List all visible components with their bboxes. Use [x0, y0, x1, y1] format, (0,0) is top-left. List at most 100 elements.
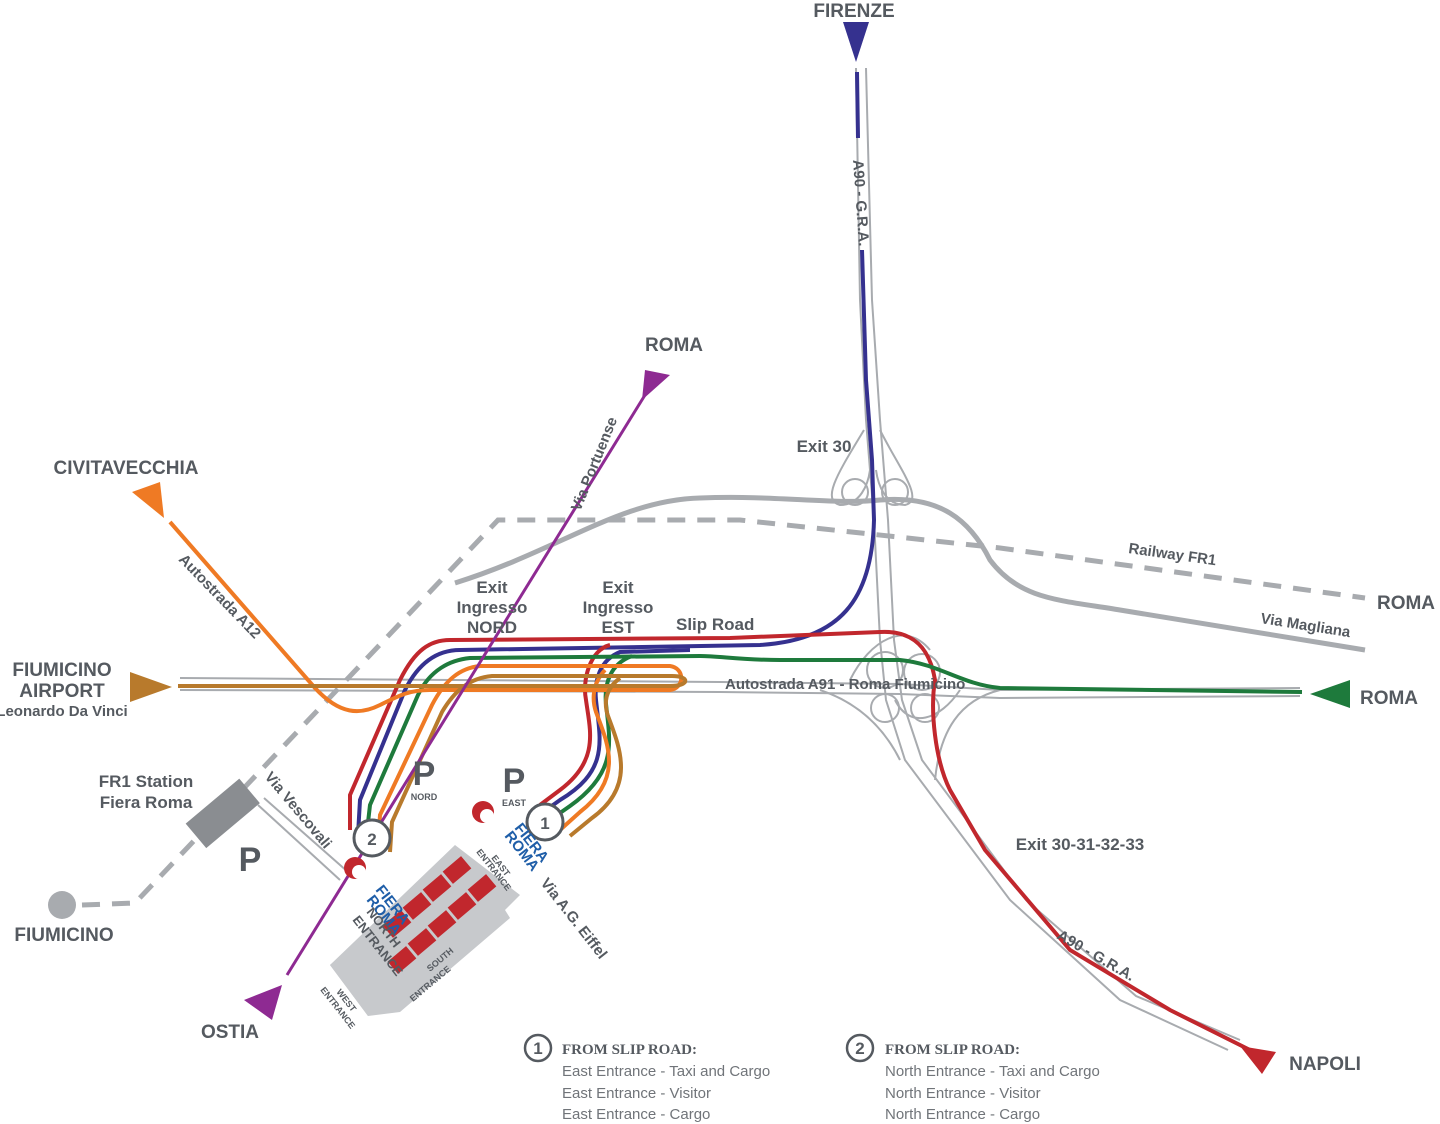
arrow-ostia: [244, 985, 282, 1020]
hall: [407, 928, 437, 956]
legend-1-number: 1: [533, 1039, 542, 1058]
route-roma-a91: [364, 653, 1303, 841]
parking-symbol-east: P: [503, 762, 526, 800]
railway-fr1-line: [81, 517, 1366, 908]
a90-north-carriageway-east: [865, 67, 1241, 1041]
route-airport: [178, 674, 688, 853]
arrow-napoli: [1240, 1046, 1276, 1074]
parking-label-nord: NORD: [411, 792, 438, 802]
label-exit-multi: Exit 30-31-32-33: [1016, 835, 1145, 854]
a91-interchange-ramp-se: [894, 689, 961, 719]
fiera-roma-complex: [330, 845, 520, 1016]
legend-2-item-1: North Entrance - Taxi and Cargo: [885, 1063, 1100, 1080]
logo-swirl-inner: [352, 865, 366, 879]
label-railway-fr1: Railway FR1: [1127, 540, 1217, 569]
marker-2-circle: [352, 818, 392, 858]
hall: [442, 856, 472, 884]
exit30-loop-east: [875, 429, 914, 507]
route-civitavecchia: [168, 520, 684, 846]
label-exit-est-3: EST: [601, 618, 635, 637]
label-roma-railway: ROMA: [1377, 593, 1435, 614]
hall: [402, 892, 432, 920]
legend-1-item-3: East Entrance - Cargo: [562, 1106, 710, 1123]
hall: [387, 946, 417, 974]
logo-swirl-inner: [480, 809, 494, 823]
venue-building-west: [330, 930, 410, 1016]
marker-1: 1: [525, 802, 565, 842]
label-via-portuense: Via Portuense: [568, 415, 621, 514]
exhibition-halls: [382, 856, 497, 974]
label-fiumicino-airport-3: Leonardo Da Vinci: [0, 703, 128, 720]
arrow-firenze: [843, 22, 869, 62]
marker-1-label: 1: [540, 814, 549, 833]
fr1-station-block: [185, 778, 260, 849]
via-vescovali-road: [257, 797, 349, 881]
label-exit-nord-3: NORD: [467, 618, 517, 637]
legend-1-title: FROM SLIP ROAD:: [562, 1042, 697, 1058]
a91-interchange-ramp-nw: [819, 689, 901, 761]
route-firenze: [356, 71, 877, 836]
label-a90-north: A90 - G.R.A.: [849, 159, 872, 247]
arrow-roma-a91: [1310, 680, 1350, 708]
label-exit-est-1: Exit: [602, 578, 634, 597]
fiumicino-terminus-dot: [48, 891, 76, 919]
route-via-portuense: [285, 394, 647, 976]
marker-2: 2: [352, 818, 392, 858]
legend-2-item-2: North Entrance - Visitor: [885, 1085, 1041, 1102]
label-roma-a91: ROMA: [1360, 688, 1418, 709]
label-fiumicino-airport-1: FIUMICINO: [12, 660, 111, 681]
legend-1-item-2: East Entrance - Visitor: [562, 1085, 711, 1102]
label-fiumicino-airport-2: AIRPORT: [19, 681, 105, 702]
label-exit30: Exit 30: [797, 437, 852, 456]
a90-north-carriageway-west: [855, 67, 1229, 1051]
legend-2-number-circle: [845, 1033, 875, 1063]
legend-1-number-circle: [523, 1033, 553, 1063]
label-station-2: Fiera Roma: [100, 793, 193, 812]
arrow-civitavecchia: [132, 482, 164, 518]
parking-symbol-nord: P: [413, 755, 436, 793]
route-airport-east: [568, 676, 623, 838]
a91-loop-circle-w: [866, 651, 904, 689]
arrow-fiumicino-airport: [130, 672, 172, 702]
label-via-vescovali: Via Vescovali: [261, 769, 335, 853]
label-autostrada-a12: Autostrada A12: [175, 551, 264, 642]
legend-2-title: FROM SLIP ROAD:: [885, 1042, 1020, 1058]
legend-1-item-1: East Entrance - Taxi and Cargo: [562, 1063, 770, 1080]
marker-1-circle: [525, 802, 565, 842]
marker-2-label: 2: [367, 830, 376, 849]
arrow-roma-portuense: [642, 370, 670, 400]
label-firenze: FIRENZE: [813, 1, 894, 22]
a91-interchange-ramp-ne: [934, 689, 1001, 781]
label-via-eiffel: Via A.G. Eiffel: [537, 875, 610, 962]
label-autostrada-a91: Autostrada A91 - Roma Fiumicino: [725, 676, 965, 693]
hall: [382, 910, 412, 938]
label-slip-road: Slip Road: [676, 615, 754, 634]
label-exit-est-2: Ingresso: [583, 598, 654, 617]
legend-2: 2 FROM SLIP ROAD: North Entrance - Taxi …: [845, 1033, 1100, 1123]
hall: [447, 892, 477, 920]
fiera-roma-logo-north: [344, 857, 366, 879]
route-napoli: [348, 629, 1251, 1052]
hall: [427, 910, 457, 938]
label-a90-south: A90 - G.R.A.: [1054, 927, 1138, 985]
exit30-loop-circle-w: [841, 478, 869, 506]
parking-label-east: EAST: [502, 798, 527, 808]
legend-2-item-3: North Entrance - Cargo: [885, 1106, 1040, 1123]
via-magliana-road: [454, 494, 1366, 653]
label-ostia: OSTIA: [201, 1022, 259, 1043]
parking-symbol-west: P: [239, 841, 262, 879]
label-napoli: NAPOLI: [1289, 1054, 1361, 1075]
hall: [467, 874, 497, 902]
legend-2-number: 2: [855, 1039, 864, 1058]
hall: [422, 874, 452, 902]
label-station-1: FR1 Station: [99, 772, 193, 791]
label-fiumicino: FIUMICINO: [14, 925, 113, 946]
exit30-loop-circle-e: [881, 478, 909, 506]
fiera-roma-logo-east: [472, 801, 494, 823]
label-civitavecchia: CIVITAVECCHIA: [54, 458, 199, 479]
exit30-loop-west: [830, 429, 871, 507]
legend-1: 1 FROM SLIP ROAD: East Entrance - Taxi a…: [523, 1033, 770, 1123]
label-roma-portuense: ROMA: [645, 335, 703, 356]
label-exit-nord-1: Exit: [476, 578, 508, 597]
